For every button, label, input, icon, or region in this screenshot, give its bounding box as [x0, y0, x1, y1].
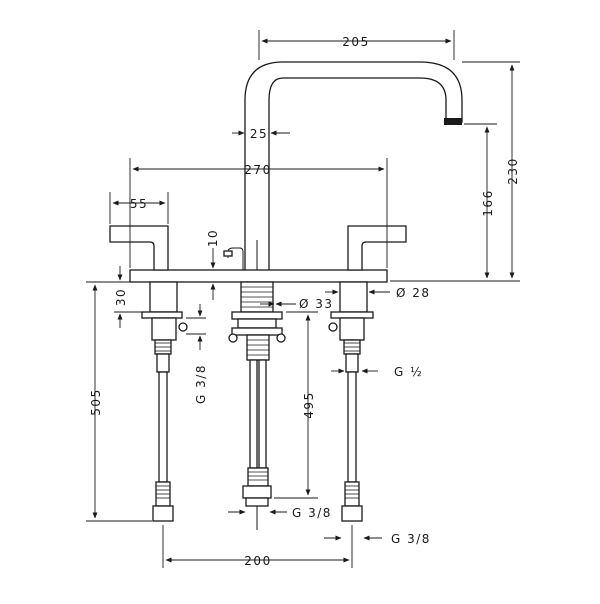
label-valve-spacing: 200: [244, 554, 271, 568]
label-handle-width: 55: [130, 197, 148, 211]
label-body-height: 30: [114, 288, 128, 306]
label-total-height: 230: [506, 157, 520, 184]
label-spout-diameter: 25: [250, 127, 268, 141]
label-plate-thickness: 10: [206, 229, 220, 247]
label-spout-reach: 205: [342, 35, 369, 49]
label-center-connection-bottom: G 3/8: [292, 506, 332, 520]
dimension-labels: 205 25 270 55 10 30 Ø 33 Ø 28 166 230 G …: [89, 35, 520, 568]
label-hose-length-center: 495: [302, 391, 316, 418]
left-valve: [141, 281, 188, 373]
center-hoses: [242, 359, 272, 530]
right-handle: [347, 225, 407, 271]
left-handle: [109, 225, 169, 271]
label-mount-hole-center: Ø 33: [299, 297, 334, 311]
deck-plate: [129, 269, 388, 283]
label-handle-connection-top: G 3/8: [194, 364, 208, 404]
label-overall-spread: 270: [244, 163, 271, 177]
spout-aerator: [444, 118, 462, 125]
label-side-connection-bottom: G 3/8: [391, 532, 431, 546]
label-mount-hole-side: Ø 28: [396, 286, 431, 300]
label-hose-length-side: 505: [89, 388, 103, 415]
label-spout-clearance: 166: [481, 189, 495, 216]
faucet-body: [109, 61, 463, 530]
dimension-lines: [86, 30, 520, 568]
right-hose: [341, 371, 363, 522]
right-valve: [328, 281, 374, 373]
center-shank: [228, 281, 286, 361]
label-hose-connection: G ½: [394, 365, 423, 379]
left-hose: [152, 371, 174, 522]
